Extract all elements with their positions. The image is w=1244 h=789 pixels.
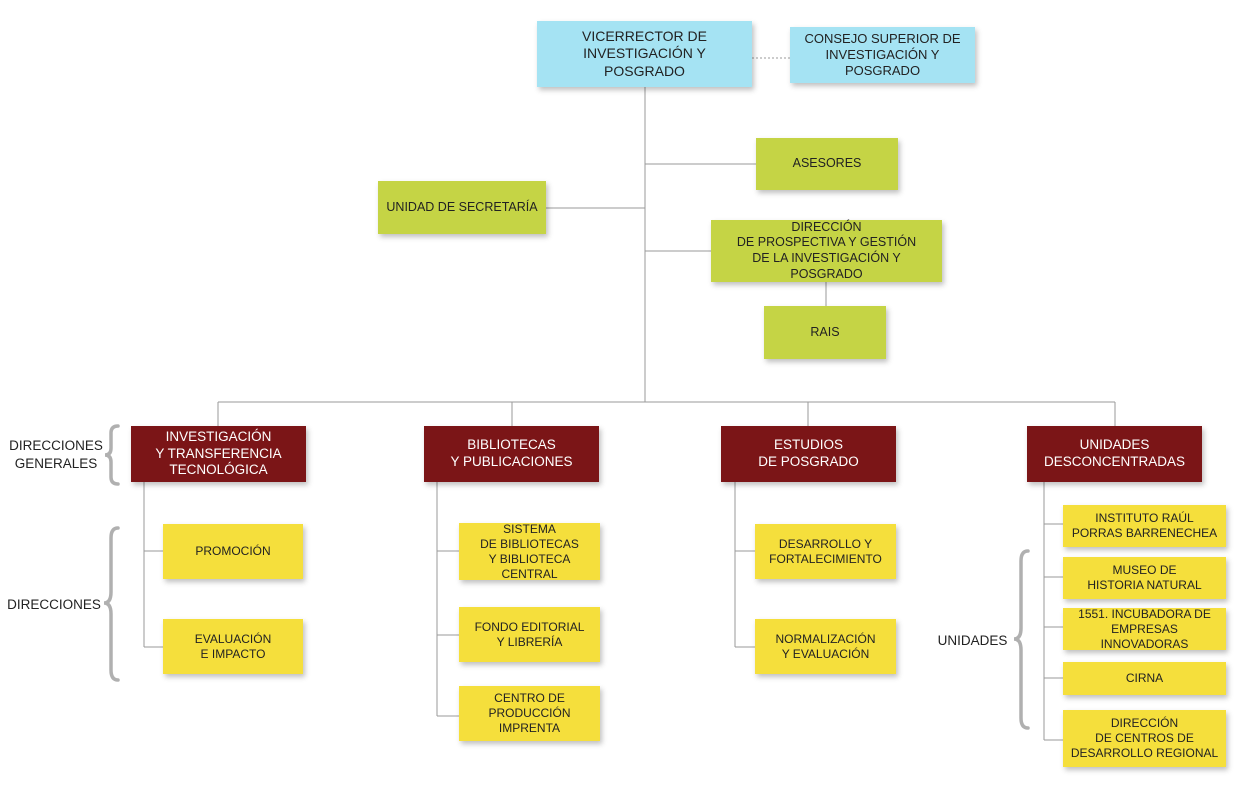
- sistema-bibliotecas-box: SISTEMA DE BIBLIOTECAS Y BIBLIOTECA CENT…: [459, 522, 600, 581]
- unidad-secretaria-box: UNIDAD DE SECRETARÍA: [378, 181, 546, 234]
- general-unidades-box: UNIDADES DESCONCENTRADAS: [1027, 426, 1202, 482]
- museo-historia-natural-box: MUSEO DE HISTORIA NATURAL: [1063, 557, 1226, 599]
- rais-box: RAIS: [764, 306, 886, 359]
- fondo-editorial-box: FONDO EDITORIAL Y LIBRERÍA: [459, 607, 600, 662]
- general-investigacion-box: INVESTIGACIÓN Y TRANSFERENCIA TECNOLÓGIC…: [131, 426, 306, 482]
- desarrollo-fortalecimiento-box: DESARROLLO Y FORTALECIMIENTO: [755, 524, 896, 579]
- direccion-centros-box: DIRECCIÓN DE CENTROS DE DESARROLLO REGIO…: [1063, 710, 1226, 767]
- brace-unidades: [1013, 549, 1030, 730]
- instituto-raul-porras-box: INSTITUTO RAÚL PORRAS BARRENECHEA: [1063, 505, 1226, 547]
- general-bibliotecas-box: BIBLIOTECAS Y PUBLICACIONES: [424, 426, 599, 482]
- general-posgrado-box: ESTUDIOS DE POSGRADO: [721, 426, 896, 482]
- evaluacion-impacto-box: EVALUACIÓN E IMPACTO: [163, 619, 303, 674]
- centro-produccion-box: CENTRO DE PRODUCCIÓN IMPRENTA: [459, 686, 600, 741]
- normalizacion-evaluacion-box: NORMALIZACIÓN Y EVALUACIÓN: [755, 619, 896, 674]
- prospectiva-box: DIRECCIÓN DE PROSPECTIVA Y GESTIÓN DE LA…: [711, 220, 942, 282]
- unidades-label: UNIDADES: [937, 633, 1008, 648]
- brace-direcciones-generales: [104, 424, 120, 486]
- incubadora-empresas-box: 1551. INCUBADORA DE EMPRESAS INNOVADORAS: [1063, 607, 1226, 651]
- cirna-box: CIRNA: [1063, 662, 1226, 695]
- consejo-superior-box: CONSEJO SUPERIOR DE INVESTIGACIÓN Y POSG…: [790, 27, 975, 83]
- brace-direcciones: [103, 526, 120, 682]
- vicerrector-box: VICERRECTOR DE INVESTIGACIÓN Y POSGRADO: [537, 21, 752, 87]
- direcciones-label: DIRECCIONES: [7, 597, 101, 612]
- promocion-box: PROMOCIÓN: [163, 524, 303, 579]
- asesores-box: ASESORES: [756, 138, 898, 190]
- direcciones-generales-label: DIRECCIONES GENERALES: [9, 438, 103, 471]
